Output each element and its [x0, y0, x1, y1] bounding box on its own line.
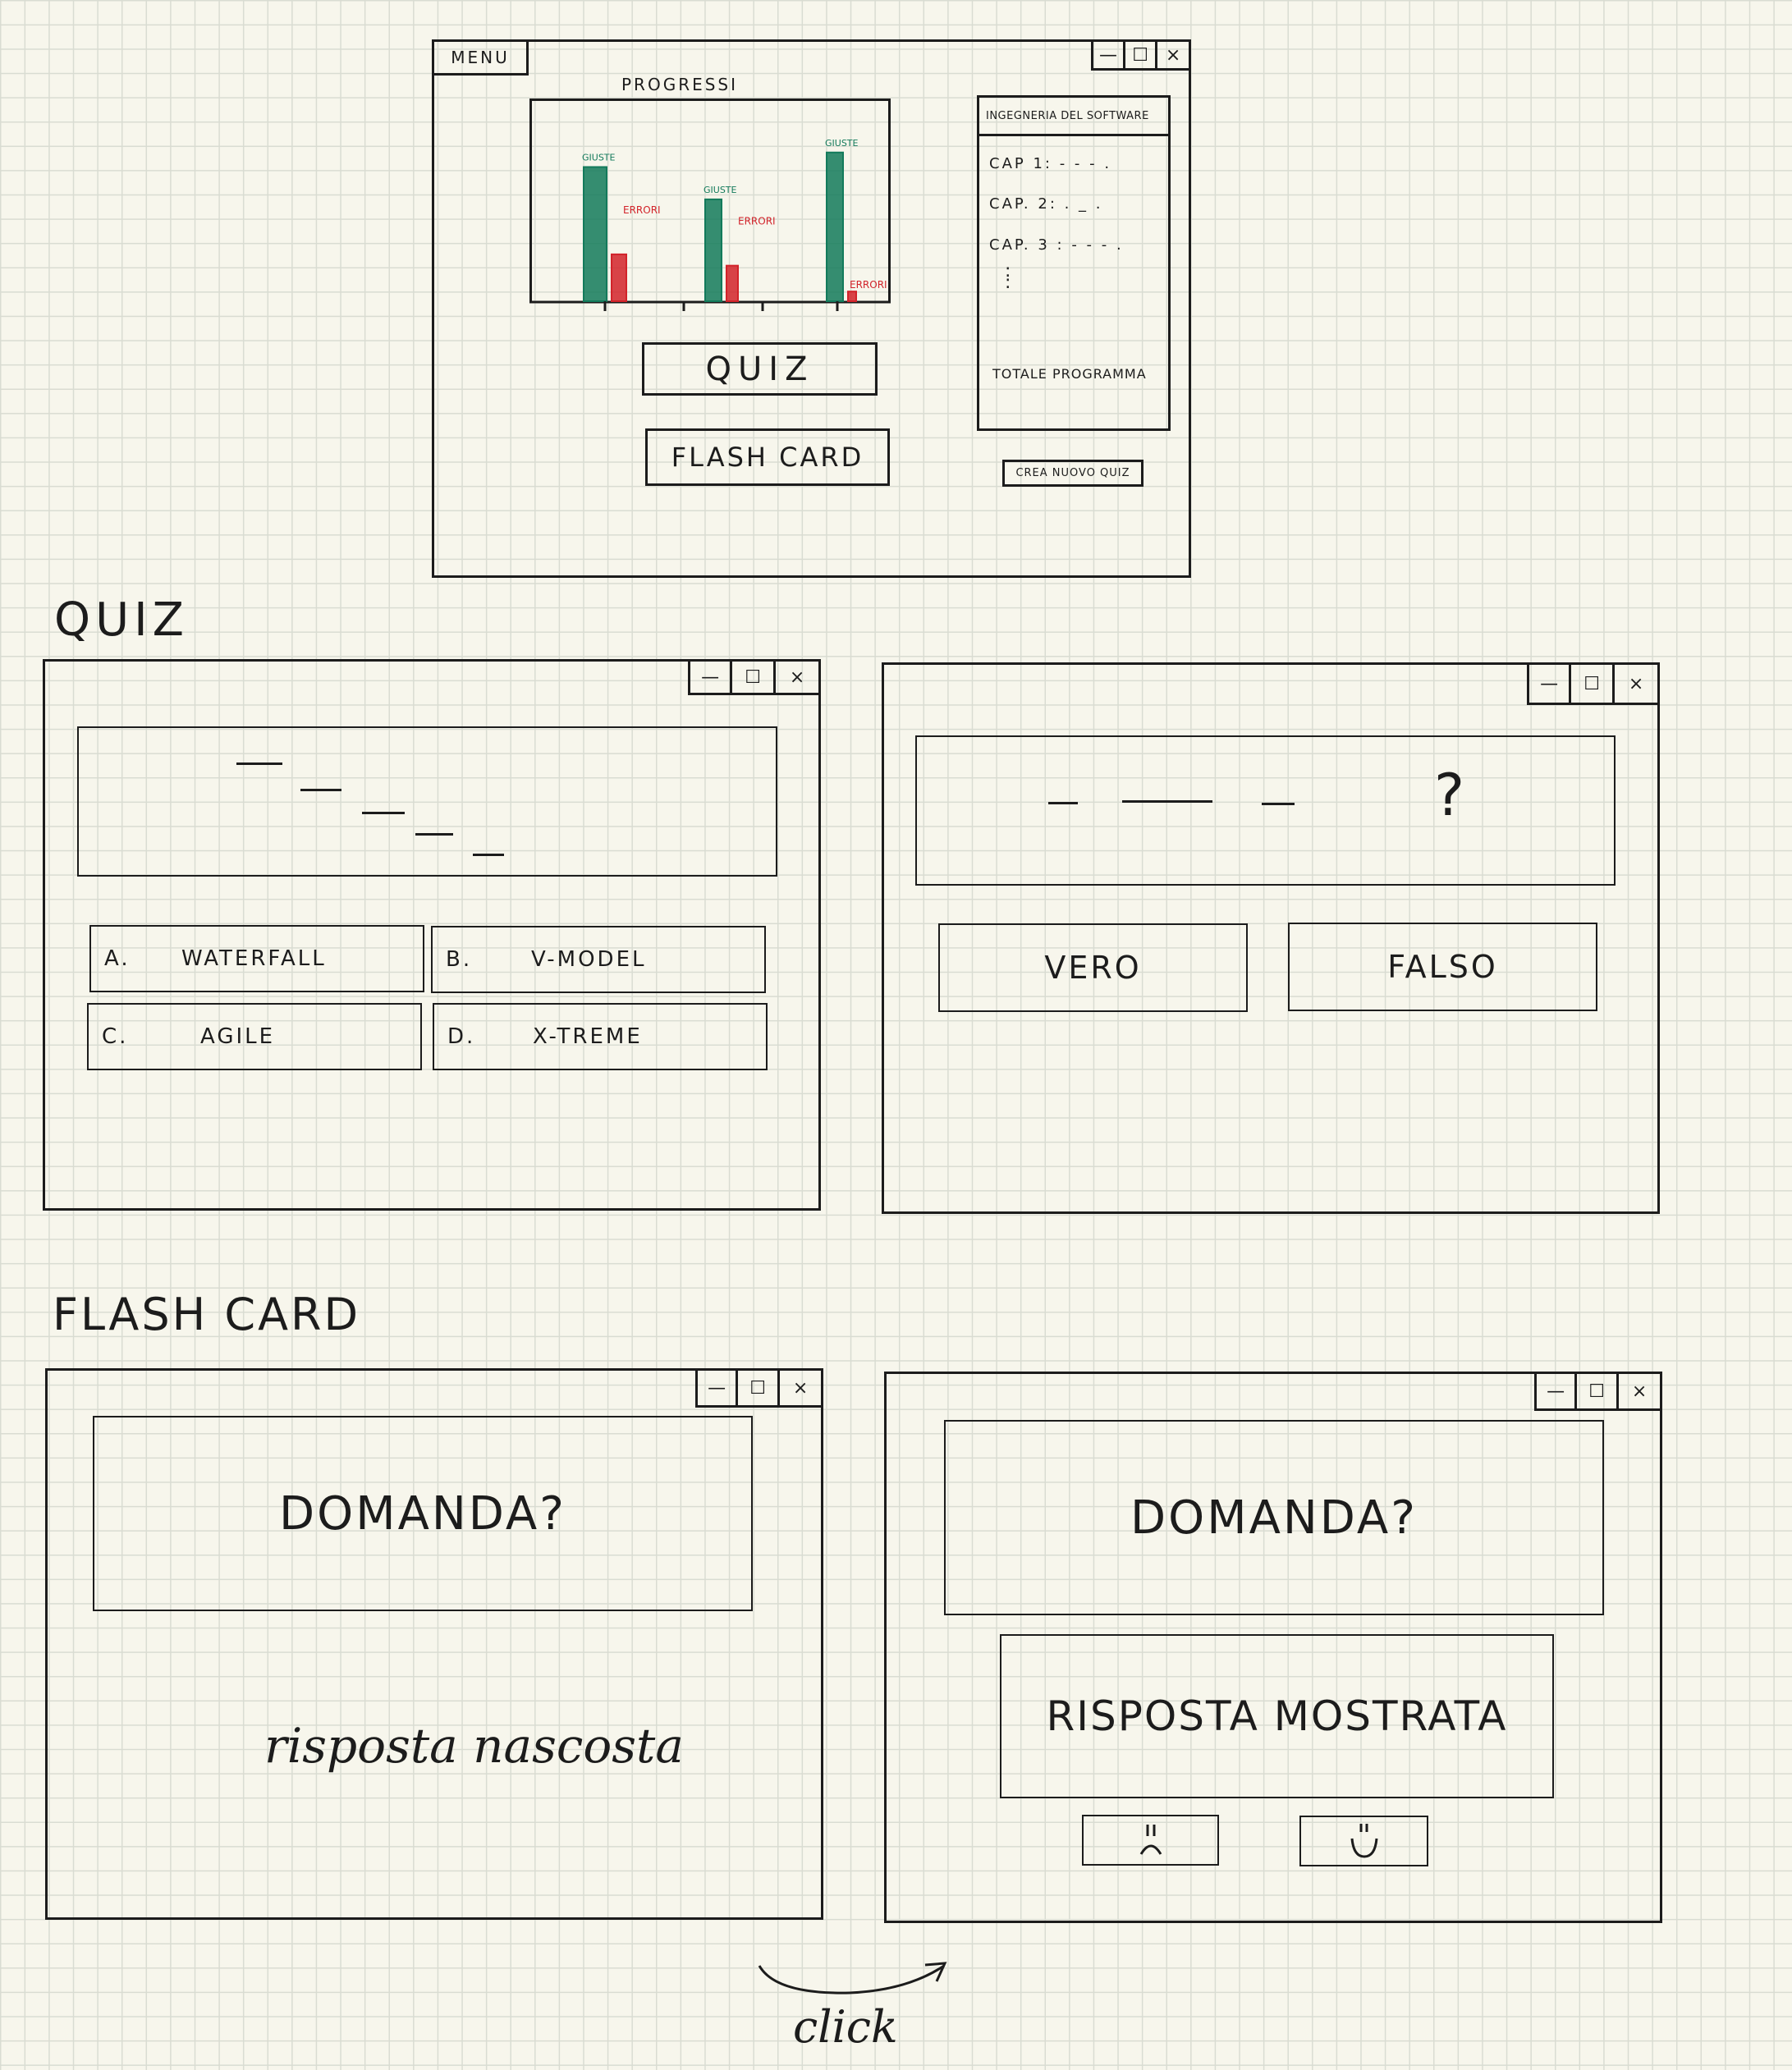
main-window: MENU — ☐ × PROGRESSI GIUSTE ERRORI GIUSTE E… — [432, 39, 1191, 578]
true-label: VERO — [1044, 950, 1142, 986]
minimize-icon[interactable]: — — [701, 666, 720, 688]
answer-option-b[interactable]: B. V-MODEL — [431, 926, 766, 993]
answer-option-c[interactable]: C. AGILE — [87, 1003, 422, 1070]
bar-label-correct: GIUSTE — [582, 152, 616, 163]
question-box: ? — [915, 735, 1616, 886]
window-controls: — ☐ × — [688, 659, 821, 695]
flashcard-button[interactable]: FLASH CARD — [645, 428, 890, 486]
option-letter: D. — [447, 1024, 476, 1049]
menu-button[interactable]: MENU — [432, 39, 529, 76]
total-program[interactable]: TOTALE PROGRAMMA — [992, 366, 1147, 382]
maximize-icon[interactable]: ☐ — [1574, 1374, 1616, 1408]
window-controls: — ☐ × — [1527, 662, 1660, 705]
close-icon[interactable]: × — [1155, 42, 1189, 68]
maximize-icon[interactable]: ☐ — [1123, 42, 1155, 68]
chapter-item[interactable]: CAP 1: - - - . — [989, 155, 1112, 172]
chapter-ellipsis: :: — [1005, 261, 1011, 293]
bar-correct — [704, 198, 722, 302]
maximize-icon[interactable]: ☐ — [730, 662, 773, 693]
question-text: DOMANDA? — [279, 1486, 566, 1541]
flashcard-button-label: FLASH CARD — [671, 442, 864, 473]
question-placeholder-line — [236, 763, 282, 765]
wrong-button[interactable] — [1082, 1815, 1219, 1866]
close-icon[interactable]: × — [773, 662, 818, 693]
minimize-icon[interactable]: — — [1547, 1381, 1565, 1402]
window-controls: — ☐ × — [1534, 1372, 1662, 1411]
answer-option-a[interactable]: A. WATERFALL — [89, 925, 424, 992]
question-box — [77, 726, 777, 877]
minimize-icon[interactable]: — — [708, 1377, 726, 1399]
flashcard-hidden-window: — ☐ × DOMANDA? risposta nascosta — [45, 1368, 823, 1920]
flashcard-shown-window: — ☐ × DOMANDA? RISPOSTA MOSTRATA — [884, 1372, 1662, 1923]
transition-arrow — [758, 1962, 947, 1994]
progress-chart: GIUSTE ERRORI GIUSTE ERRORI GIUSTE ERRORI — [529, 98, 891, 311]
answer-card: RISPOSTA MOSTRATA — [1000, 1634, 1554, 1798]
question-placeholder-line — [300, 789, 341, 791]
close-icon[interactable]: × — [777, 1371, 821, 1405]
question-placeholder-line — [1262, 803, 1295, 805]
option-letter: B. — [446, 947, 473, 972]
chapter-item[interactable]: CAP. 2: . _ . — [989, 195, 1103, 213]
minimize-icon[interactable]: — — [1099, 44, 1118, 66]
quiz-true-false-window: — ☐ × ? VERO FALSO — [882, 662, 1660, 1214]
answer-text: RISPOSTA MOSTRATA — [1046, 1692, 1508, 1740]
quiz-multiple-choice-window: — ☐ × A. WATERFALL B. V-MODEL C. AGILE D… — [43, 659, 821, 1211]
correct-button[interactable] — [1299, 1816, 1428, 1866]
chart-title: PROGRESSI — [621, 75, 739, 94]
bar-correct — [826, 151, 844, 303]
sad-face-icon — [1139, 1825, 1162, 1855]
bar-label-errors: ERRORI — [850, 279, 887, 291]
question-placeholder-line — [362, 812, 405, 814]
bar-errors — [847, 291, 857, 302]
quiz-button-label: QUIZ — [705, 350, 814, 388]
transition-label: click — [793, 2001, 898, 2053]
true-button[interactable]: VERO — [938, 923, 1248, 1012]
option-text: WATERFALL — [181, 946, 327, 971]
bar-errors — [726, 264, 739, 303]
bar-label-correct: GIUSTE — [825, 138, 859, 149]
new-quiz-label: CREA NUOVO QUIZ — [1015, 467, 1130, 479]
close-icon[interactable]: × — [1612, 665, 1657, 703]
question-placeholder-line — [473, 854, 504, 856]
bar-label-errors: ERRORI — [738, 216, 776, 227]
bar-correct — [583, 166, 607, 302]
question-card: DOMANDA? — [93, 1416, 753, 1611]
minimize-icon[interactable]: — — [1540, 673, 1559, 694]
hidden-answer[interactable]: risposta nascosta — [264, 1718, 684, 1774]
question-placeholder-line — [1048, 802, 1078, 804]
answer-option-d[interactable]: D. X-TREME — [433, 1003, 768, 1070]
new-quiz-button[interactable]: CREA NUOVO QUIZ — [1002, 460, 1143, 487]
false-label: FALSO — [1387, 949, 1498, 985]
flashcard-heading: FLASH CARD — [53, 1289, 361, 1340]
maximize-icon[interactable]: ☐ — [736, 1371, 777, 1405]
bar-errors — [611, 253, 627, 302]
option-text: AGILE — [200, 1024, 276, 1049]
question-placeholder-line — [1122, 800, 1212, 803]
menu-label: MENU — [451, 48, 510, 67]
happy-face-icon — [1350, 1824, 1377, 1858]
maximize-icon[interactable]: ☐ — [1569, 665, 1612, 703]
question-placeholder-line — [415, 833, 453, 836]
course-title-text: INGEGNERIA DEL SOFTWARE — [986, 109, 1149, 122]
question-text: DOMANDA? — [1130, 1491, 1418, 1545]
option-text: X-TREME — [533, 1024, 643, 1049]
false-button[interactable]: FALSO — [1288, 923, 1597, 1011]
close-icon[interactable]: × — [1616, 1374, 1660, 1408]
quiz-heading: QUIZ — [54, 593, 189, 647]
course-panel: INGEGNERIA DEL SOFTWARE CAP 1: - - - . C… — [977, 95, 1171, 431]
option-letter: C. — [102, 1024, 129, 1049]
question-card: DOMANDA? — [944, 1420, 1604, 1615]
quiz-button[interactable]: QUIZ — [642, 342, 878, 396]
course-title: INGEGNERIA DEL SOFTWARE — [979, 98, 1168, 136]
bar-label-correct: GIUSTE — [704, 185, 737, 195]
chapter-item[interactable]: CAP. 3 : - - - . — [989, 236, 1124, 254]
window-controls: — ☐ × — [695, 1368, 823, 1408]
question-mark: ? — [1434, 762, 1465, 829]
option-letter: A. — [104, 946, 131, 971]
window-controls: — ☐ × — [1091, 39, 1191, 71]
bar-label-errors: ERRORI — [623, 204, 661, 216]
option-text: V-MODEL — [531, 947, 647, 972]
